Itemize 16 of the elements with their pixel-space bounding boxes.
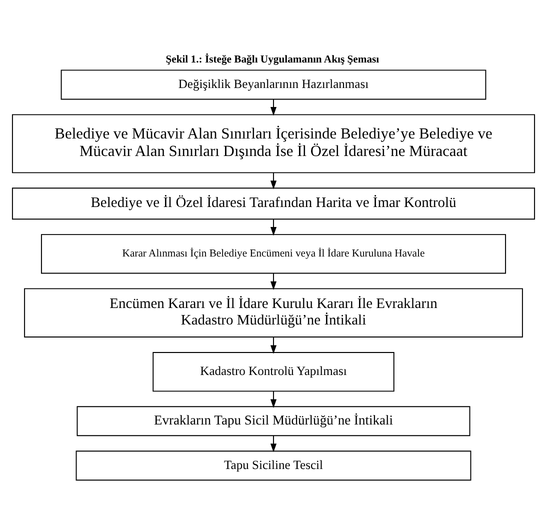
arrow	[270, 336, 277, 354]
diagram-title: Şekil 1.: İsteğe Bağlı Uygulamanın Akış Şeması	[166, 54, 380, 65]
node-box: Belediye ve Mücavir Alan Sınırları İçerisinde Belediye’ye Belediye ve Mücavir Alan Sınırları Dışında İse İl Özel İdaresi’ne Müracaat	[12, 114, 536, 173]
arrow	[270, 435, 277, 452]
node-box: Karar Alınması İçin Belediye Encümeni veya İl İdare Kuruluna Havale	[40, 234, 506, 274]
node-box: Tapu Siciline Tescil	[76, 450, 472, 480]
arrow	[270, 390, 277, 408]
node-box: Kadastro Kontrolü Yapılması	[152, 352, 394, 392]
node-box: Değişiklik Beyanlarının Hazırlanması	[60, 69, 486, 100]
arrow	[270, 98, 277, 116]
node-box: Belediye ve İl Özel İdaresi Tarafından Harita ve İmar Kontrolü	[12, 187, 536, 220]
arrow	[270, 172, 277, 189]
node-box: Evrakların Tapu Sicil Müdürlüğü’ne İntikali	[76, 406, 470, 436]
node-box: Encümen Kararı ve İl İdare Kurulu Kararı İle Evrakların Kadastro Müdürlüğü’ne İntikali	[24, 288, 523, 338]
arrow	[270, 218, 277, 236]
arrow	[270, 272, 277, 290]
